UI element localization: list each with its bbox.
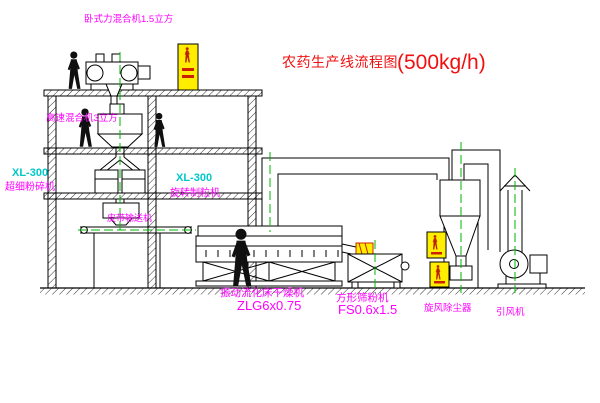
building-frame bbox=[43, 89, 263, 289]
label-dryer-model: ZLG6x0.75 bbox=[237, 298, 301, 313]
horizontal-ribbon-mixer bbox=[85, 53, 151, 106]
label-granulator-model: XL-300 bbox=[176, 172, 212, 184]
label-horizontal-mixer: 卧式力混合机1.5立方 bbox=[84, 13, 173, 25]
rotary-granulator bbox=[102, 199, 140, 226]
control-cabinet-cyclone-lower bbox=[429, 261, 450, 288]
centerlines bbox=[78, 52, 516, 293]
label-granulator-name: 旋转制粒机 bbox=[170, 186, 220, 199]
fluid-bed-dryer bbox=[195, 225, 343, 287]
worker-roof bbox=[67, 51, 81, 89]
label-pulverizer-name: 超细粉碎机 bbox=[5, 180, 55, 193]
label-sieve-name: 方形筛粉机 bbox=[336, 291, 389, 304]
ground-line bbox=[40, 287, 585, 295]
pulverizer-units bbox=[94, 169, 146, 194]
control-cabinet-top bbox=[177, 43, 199, 91]
label-cyclone: 旋风除尘器 bbox=[424, 302, 472, 314]
label-belt-conveyor: 皮带输送机 bbox=[107, 212, 152, 223]
labels: 卧式力混合机1.5立方 农药生产线流程图 (500kg/h) 高速混合机3立方 … bbox=[5, 13, 525, 318]
page-title: 农药生产线流程图 bbox=[282, 54, 398, 70]
induced-draft-fan bbox=[497, 249, 548, 289]
control-cabinet-cyclone-upper bbox=[426, 231, 447, 259]
label-high-speed-mixer: 高速混合机3立方 bbox=[46, 112, 118, 124]
label-fan: 引风机 bbox=[496, 306, 525, 318]
label-dryer-name: 振动流化床干燥机 bbox=[220, 286, 304, 299]
label-sieve-model: FS0.6x1.5 bbox=[338, 302, 397, 317]
exhaust-duct bbox=[261, 157, 450, 226]
splitter-chute bbox=[99, 156, 141, 172]
cyclone-separator bbox=[439, 149, 501, 288]
belt-conveyor bbox=[80, 226, 192, 288]
page-title-capacity: (500kg/h) bbox=[397, 51, 486, 74]
label-pulverizer-model: XL-300 bbox=[12, 167, 48, 179]
